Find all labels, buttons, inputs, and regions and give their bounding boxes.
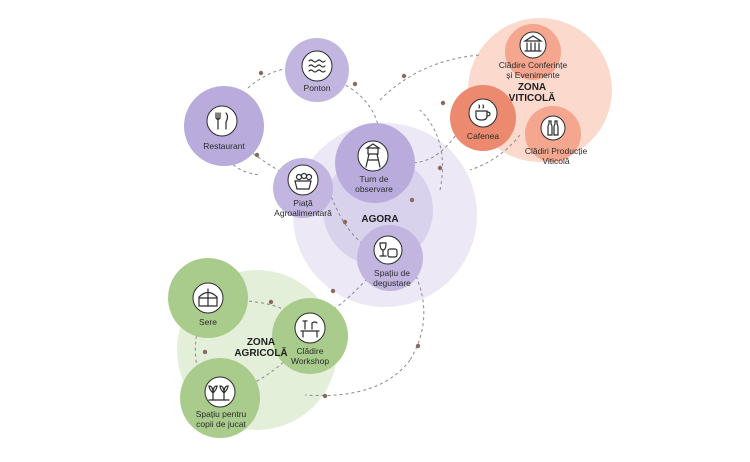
workshop-label: Clădire Workshop [290,346,330,366]
restaurant-label: Restaurant [203,141,245,151]
building-columns-icon [522,35,544,52]
degustare-label: Spațiu de degustare [373,268,411,288]
turn-label: Turn de observare [355,174,393,194]
agricola-title: ZONA AGRICOLĂ [234,337,288,359]
viticola-title: ZONA VITICOLĂ [508,82,556,104]
productie-label: Clădiri Producție Viticolă [524,146,588,166]
piata-label: Piață Agroalimentară [274,198,332,218]
workbench-tools-icon [300,320,320,338]
restaurant-icon-plate [206,105,238,137]
produce-basket-icon [294,172,313,190]
cafenea-icon-plate [468,98,498,128]
wine-bottles-icon [547,120,559,136]
seedlings-icon [208,385,230,401]
workshop-icon-plate [294,312,326,344]
agora-title: AGORA [361,214,399,225]
turn-icon-plate [357,140,389,172]
greenhouse-icon [198,288,218,307]
wine-glass-barrel-icon [379,242,398,258]
joc-icon-plate [204,376,236,408]
cafenea-label: Cafenea [466,131,500,141]
joc-label: Spațiu pentru copii de jucat [195,409,247,429]
path-dots [202,70,547,399]
piata-icon-plate [287,164,319,196]
ponton-label: Ponton [303,83,331,93]
fork-knife-icon [215,112,229,130]
coffee-cup-icon [475,104,491,121]
productie-icon-plate [540,115,566,141]
sere-label: Sere [199,317,217,327]
waves-icon [308,59,326,73]
conferinte-label: Clădire Conferințe și Evenimente [498,60,568,80]
watchtower-icon [365,143,381,168]
